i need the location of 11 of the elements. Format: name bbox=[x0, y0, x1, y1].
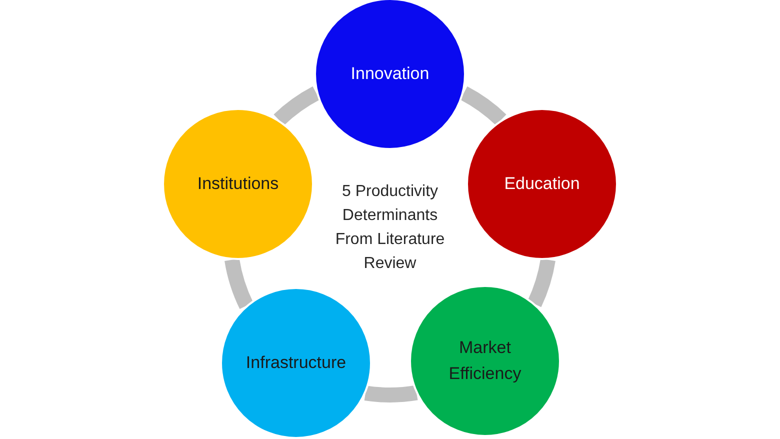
ring-segment bbox=[274, 86, 320, 126]
node-label: Infrastructure bbox=[246, 352, 346, 374]
node-label: Market Efficiency bbox=[448, 337, 522, 385]
ring-segment bbox=[460, 86, 506, 126]
node-label: Institutions bbox=[197, 173, 279, 195]
ring-segment bbox=[528, 258, 556, 307]
node-label: Education bbox=[504, 173, 580, 195]
center-text: 5 Productivity Determinants From Literature Review bbox=[334, 182, 446, 274]
ring-segment bbox=[224, 258, 254, 309]
node-label: Innovation bbox=[350, 63, 430, 85]
ring-segment bbox=[364, 385, 418, 402]
